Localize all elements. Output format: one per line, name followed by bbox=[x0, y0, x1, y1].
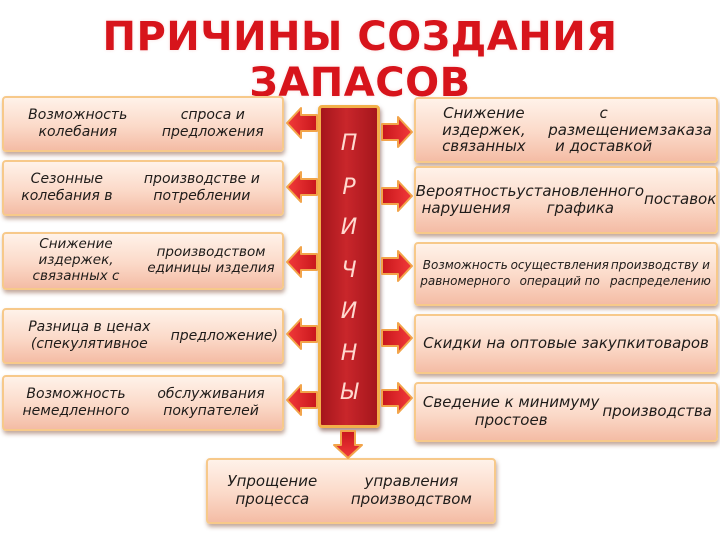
box-line: Скидки на оптовые закупки bbox=[423, 334, 646, 353]
box-line: предложение) bbox=[170, 327, 278, 344]
box-line: Сезонные колебания в bbox=[21, 171, 113, 204]
arrow-left-icon bbox=[286, 246, 318, 278]
arrow-down-icon bbox=[333, 430, 363, 459]
box-line: управления производством bbox=[350, 472, 472, 508]
bar-letter: Н bbox=[340, 341, 358, 366]
arrow-right-icon bbox=[381, 382, 413, 414]
reason-box-wholesale-discounts: Скидки на оптовые закупки товаров bbox=[414, 314, 718, 374]
box-line: Разница в ценах (спекулятивное bbox=[28, 319, 151, 352]
bar-letter: Ы bbox=[339, 380, 358, 405]
box-line: Возможность колебания bbox=[28, 107, 128, 140]
box-line: обслуживания покупателей bbox=[157, 386, 265, 419]
box-line: Возможность равномерного bbox=[420, 258, 511, 288]
bar-letter: П bbox=[340, 131, 358, 156]
reason-box-seasonal-fluctuation: Сезонные колебания в производстве и потр… bbox=[2, 160, 284, 216]
box-line: Сведение к минимуму простоев bbox=[422, 393, 600, 429]
box-line: поставок bbox=[644, 190, 717, 209]
box-line: осуществления операций по bbox=[510, 258, 609, 288]
reason-box-uniform-operations: Возможность равномерного осуществления о… bbox=[414, 242, 718, 306]
box-line: Упрощение процесса bbox=[227, 472, 318, 508]
reason-box-supply-schedule-violation: Вероятность нарушения установленного гра… bbox=[414, 166, 718, 234]
box-line: Снижение издержек, связанных bbox=[442, 103, 526, 156]
bar-letter: Ч bbox=[341, 258, 357, 283]
box-line: установленного графика bbox=[516, 181, 645, 217]
arrow-right-icon bbox=[381, 116, 413, 148]
reasons-vertical-bar: П Р И Ч И Н Ы bbox=[318, 105, 380, 428]
bar-letter: Р bbox=[342, 175, 356, 200]
box-line: с размещением и доставкой bbox=[548, 103, 659, 156]
reason-box-delivery-cost-reduction: Снижение издержек, связанных с размещени… bbox=[414, 97, 718, 163]
box-line: производства bbox=[602, 402, 712, 421]
bar-letter: И bbox=[340, 215, 358, 240]
box-line: спроса и предложения bbox=[161, 107, 264, 140]
reason-box-price-difference: Разница в ценах (спекулятивное предложен… bbox=[2, 308, 284, 364]
arrow-right-icon bbox=[381, 322, 413, 354]
box-line: товаров bbox=[645, 334, 709, 353]
arrow-left-icon bbox=[286, 171, 318, 203]
reason-box-minimize-downtime: Сведение к минимуму простоев производств… bbox=[414, 382, 718, 442]
reason-box-unit-cost-reduction: Снижение издержек, связанных с производс… bbox=[2, 232, 284, 290]
box-line: Снижение издержек, связанных с bbox=[32, 236, 120, 284]
box-line: заказа bbox=[659, 120, 712, 139]
arrow-left-icon bbox=[286, 384, 318, 416]
box-line: производству и распределению bbox=[609, 258, 711, 288]
box-line: производством единицы изделия bbox=[147, 244, 275, 276]
box-line: производстве и потреблении bbox=[143, 171, 260, 204]
box-line: Вероятность нарушения bbox=[415, 181, 517, 217]
box-line: Возможность немедленного bbox=[22, 386, 130, 419]
arrow-right-icon bbox=[381, 250, 413, 282]
reason-box-demand-supply-fluctuation: Возможность колебания спроса и предложен… bbox=[2, 96, 284, 152]
reason-box-immediate-service: Возможность немедленного обслуживания по… bbox=[2, 375, 284, 431]
arrow-left-icon bbox=[286, 318, 318, 350]
bar-letter: И bbox=[340, 299, 358, 324]
page-title: ПРИЧИНЫ СОЗДАНИЯ ЗАПАСОВ bbox=[102, 14, 618, 106]
arrow-right-icon bbox=[381, 180, 413, 212]
arrow-left-icon bbox=[286, 107, 318, 139]
reason-box-management-simplification: Упрощение процесса управления производст… bbox=[206, 458, 496, 524]
